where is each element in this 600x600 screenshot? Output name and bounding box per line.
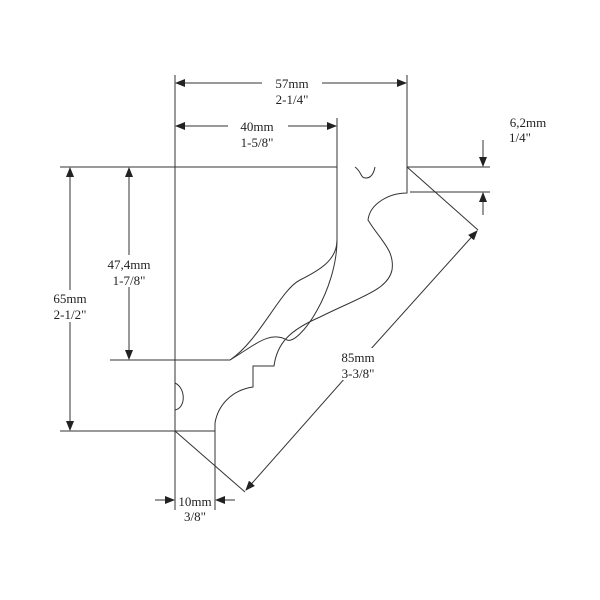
face-width-metric: 85mm [341,350,374,365]
wall-projection-imperial: 1-5/8" [241,135,274,150]
wall-projection-metric: 40mm [240,119,273,134]
overall-width-imperial: 2-1/4" [276,92,309,107]
bottom-offset-imperial: 3/8" [184,509,206,524]
profile-top-notch [354,166,376,179]
top-offset-metric: 6,2mm [510,115,546,130]
profile-back-outline [174,166,338,432]
face-width-imperial: 3-3/8" [342,366,375,381]
bottom-offset-metric: 10mm [178,494,211,509]
ceiling-drop-imperial: 1-7/8" [113,273,146,288]
profile-face-outline [214,167,408,424]
ceiling-drop-metric: 47,4mm [108,257,151,272]
reference-lines [60,75,490,510]
overall-height-imperial: 2-1/2" [54,307,87,322]
molding-profile [174,166,408,432]
overall-height-metric: 65mm [53,291,86,306]
overall-width-metric: 57mm [275,76,308,91]
top-offset-imperial: 1/4" [509,130,531,145]
